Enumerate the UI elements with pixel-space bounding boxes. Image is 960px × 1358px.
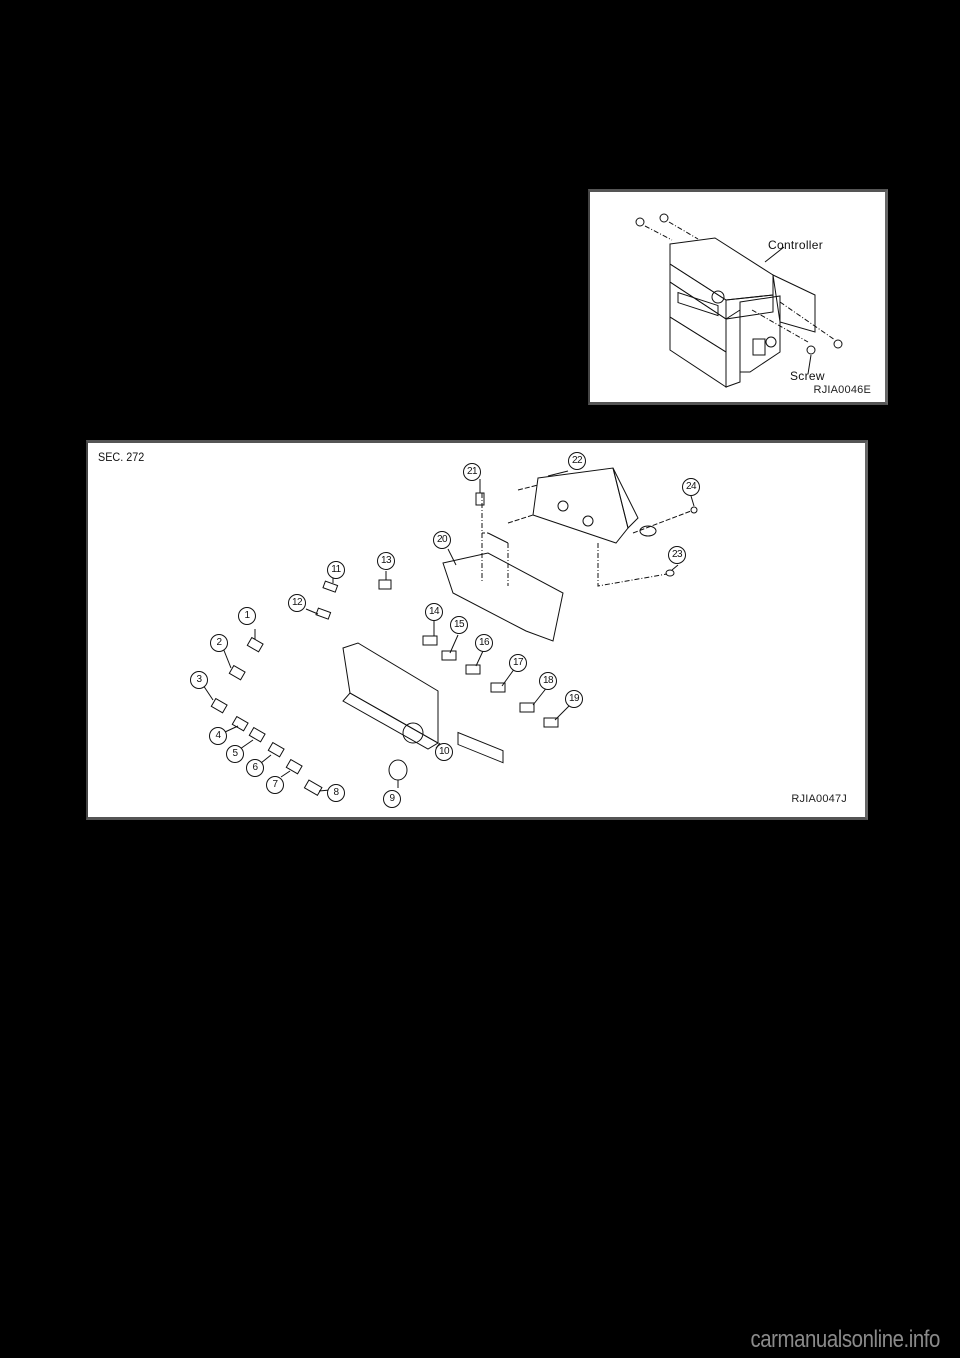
callout-9: 9 [383,790,401,808]
screw-label: Screw [790,369,825,383]
callout-20: 20 [433,531,451,549]
exploded-view-figure: SEC. 272 [86,440,868,820]
callout-2: 2 [210,634,228,652]
figure-code: RJIA0046E [813,384,871,396]
callout-23: 23 [668,546,686,564]
callout-13: 13 [377,552,395,570]
callout-4: 4 [209,727,227,745]
callout-15: 15 [450,616,468,634]
exploded-illustration [202,467,698,797]
controller-removal-figure: Controller Screw RJIA0046E [588,189,888,405]
callout-3: 3 [190,671,208,689]
callout-22: 22 [568,452,586,470]
controller-illustration [635,213,843,388]
controller-label: Controller [768,238,824,252]
callout-11: 11 [327,561,345,579]
callout-16: 16 [475,634,493,652]
section-label: SEC. 272 [98,450,145,464]
callout-21: 21 [463,463,481,481]
callout-6: 6 [246,759,264,777]
callout-17: 17 [509,654,527,672]
callout-7: 7 [266,776,284,794]
callout-5: 5 [226,745,244,763]
callout-14: 14 [425,603,443,621]
watermark: carmanualsonline.info [750,1326,940,1353]
callout-24: 24 [682,478,700,496]
figure-code: RJIA0047J [791,793,847,805]
callout-1: 1 [238,607,256,625]
callout-10: 10 [435,743,453,761]
callout-12: 12 [288,594,306,612]
callout-19: 19 [565,690,583,708]
callout-8: 8 [327,784,345,802]
callout-18: 18 [539,672,557,690]
